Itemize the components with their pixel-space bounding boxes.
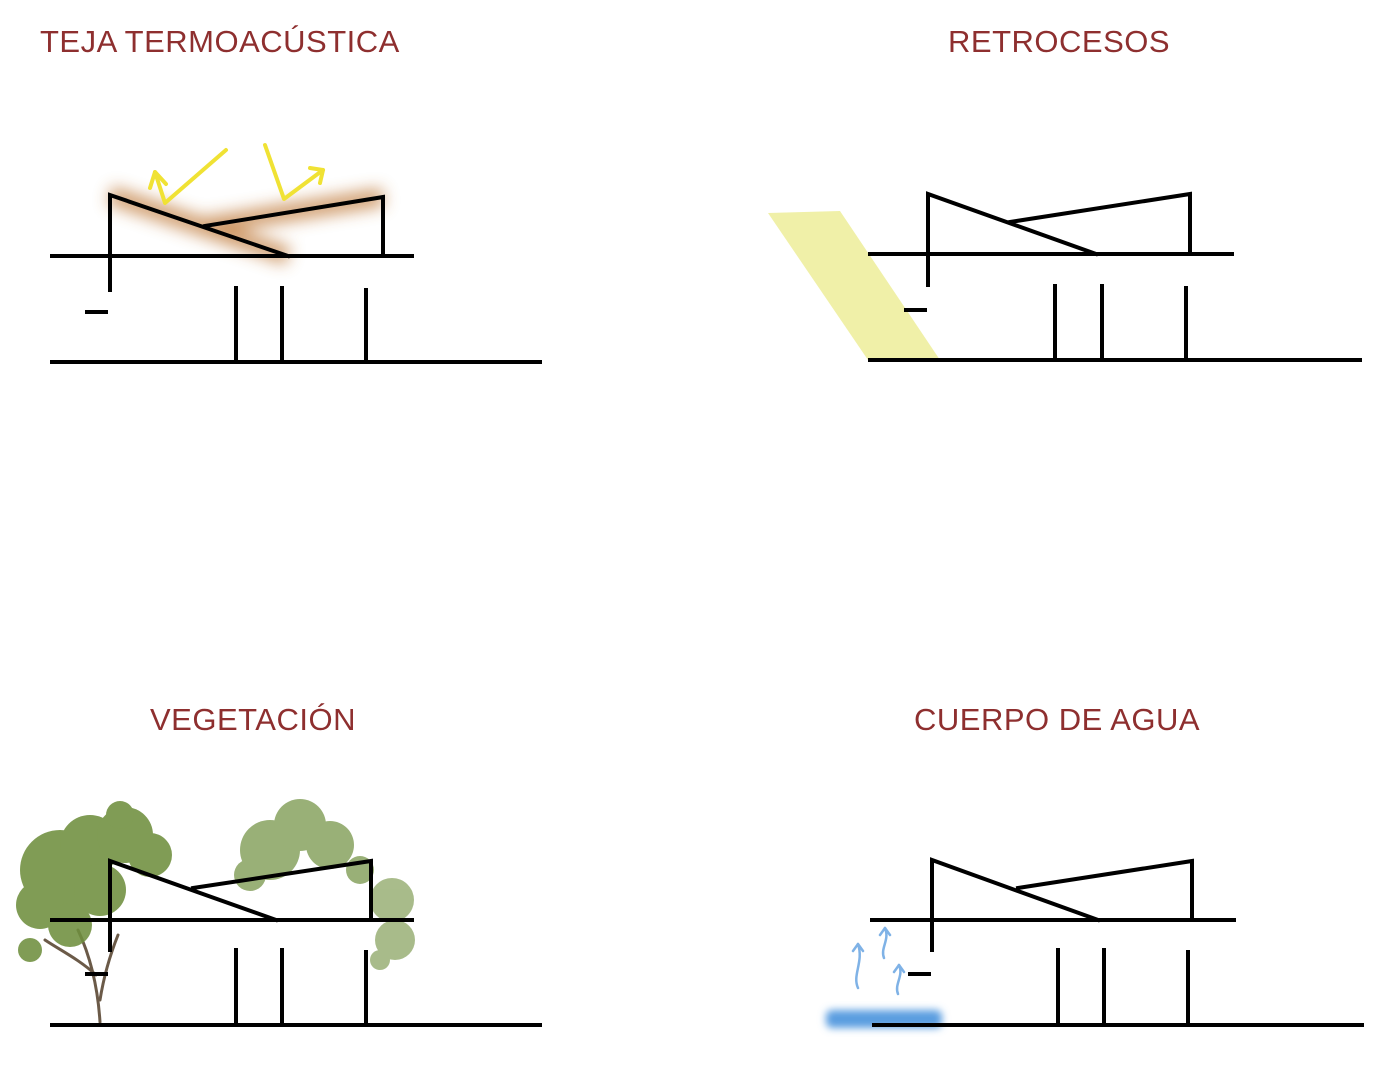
water-vapor-icon <box>851 926 906 996</box>
panel-title-retrocesos: RETROCESOS <box>948 24 1171 59</box>
shadow-band-icon <box>768 211 940 360</box>
panel-vegetacion <box>16 799 542 1027</box>
section-drawing <box>50 192 542 364</box>
sun-reflection-arrows-icon <box>148 143 325 205</box>
panel-title-vegetacion: VEGETACIÓN <box>150 702 356 737</box>
panel-teja-termoacustica <box>50 143 542 364</box>
panel-cuerpo-de-agua <box>826 857 1364 1028</box>
section-drawing <box>870 857 1364 1027</box>
panel-title-teja-termoacustica: TEJA TERMOACÚSTICA <box>40 24 400 59</box>
tree-icon <box>16 799 415 1024</box>
section-drawing <box>50 858 542 1027</box>
section-drawing <box>868 191 1362 362</box>
panel-title-cuerpo-de-agua: CUERPO DE AGUA <box>914 702 1201 737</box>
panel-retrocesos <box>768 191 1362 362</box>
